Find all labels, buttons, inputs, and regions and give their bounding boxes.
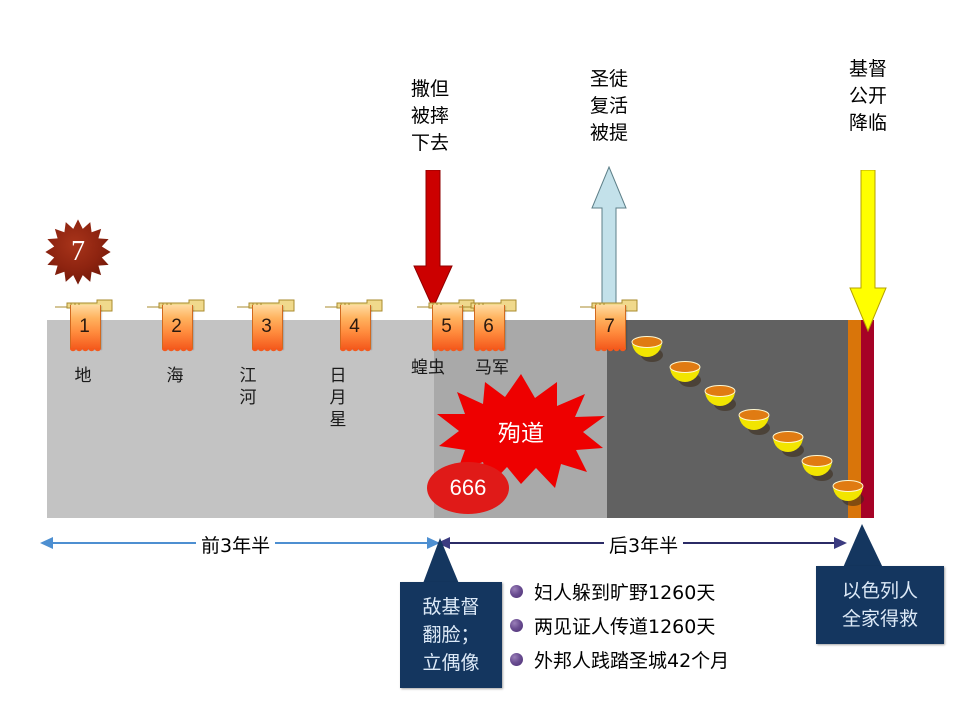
list-item-label: 两见证人传道1260天: [534, 616, 716, 638]
martyrdom-label: 殉道: [498, 421, 544, 447]
bowl-icon: [631, 336, 663, 362]
measure-label-second-half: 后3年半: [604, 531, 684, 558]
bowl-icon: [704, 385, 736, 411]
martyrdom-starburst: 殉道: [435, 372, 607, 490]
bowl-5: [771, 428, 805, 458]
trumpet-number: 3: [261, 316, 272, 337]
bowl-icon: [832, 480, 864, 506]
bowl-7: [831, 477, 865, 507]
bowl-icon: [669, 361, 701, 387]
beast-mark-666: 666: [427, 462, 509, 514]
trumpet-3: 3: [235, 296, 297, 358]
trumpet-4: 4: [323, 296, 385, 358]
label-char: 星: [329, 410, 347, 430]
banner-shape: [474, 305, 505, 355]
box-line: 敌基督: [422, 596, 480, 618]
starburst-shape: [437, 374, 605, 488]
trumpet-label-1: 地: [74, 366, 92, 386]
callout-christ-coming: 基督 公开 降临: [816, 56, 920, 137]
bullet-dot-icon: [510, 653, 523, 666]
antichrist-box-pointer: [422, 538, 460, 586]
bowl-3: [703, 382, 737, 412]
bowl-icon: [772, 431, 804, 457]
box-line: 立偶像: [422, 652, 480, 674]
measure-label-first-half: 前3年半: [196, 531, 276, 558]
notes-bullet-list: 妇人躲到旷野1260天 两见证人传道1260天 外邦人践踏圣城42个月: [510, 578, 810, 680]
callout-line: 降临: [848, 112, 887, 134]
trumpet-1: 1: [53, 296, 115, 358]
callout-line: 复活: [589, 95, 628, 117]
box-line: 全家得救: [841, 608, 918, 630]
trumpet-number: 7: [604, 316, 615, 337]
callout-line: 圣徒: [589, 68, 628, 90]
trumpet-2: 2: [145, 296, 207, 358]
stripe-orange: [848, 320, 861, 518]
label-char: 河: [239, 388, 257, 408]
box-line: 以色列人: [841, 580, 918, 602]
list-item: 外邦人践踏圣城42个月: [510, 646, 810, 673]
stripe-crimson: [861, 320, 874, 518]
box-line: 翻脸；: [422, 624, 480, 646]
callout-satan-cast-down: 撒但 被摔 下去: [378, 76, 482, 157]
banner-shape: [252, 305, 283, 355]
trumpet-label-4: 日月星: [320, 365, 356, 431]
list-item: 两见证人传道1260天: [510, 612, 810, 639]
trumpet-label-3: 江河: [230, 365, 266, 409]
bowl-icon: [801, 455, 833, 481]
bullet-dot-icon: [510, 619, 523, 632]
bowl-6: [800, 452, 834, 482]
starburst-shape: [45, 219, 111, 285]
banner-shape: [595, 305, 626, 355]
bullet-dot-icon: [510, 585, 523, 598]
israel-box-pointer: [842, 524, 884, 570]
arrow-shape: [849, 169, 887, 333]
label-char: 江: [239, 366, 257, 386]
bowl-4: [737, 406, 771, 436]
callout-box-israel-saved: 以色列人 全家得救: [816, 566, 944, 644]
trumpet-number: 5: [441, 316, 452, 337]
banner-shape: [340, 305, 371, 355]
seventh-seal-starburst: 7: [44, 218, 112, 286]
trumpet-6: 6: [457, 296, 519, 358]
trumpet-number: 1: [79, 316, 90, 337]
callout-saints-rapture: 圣徒 复活 被提: [557, 66, 661, 147]
trumpet-number: 2: [171, 316, 182, 337]
label-char: 月: [329, 388, 347, 408]
red-down-arrow: [412, 169, 454, 315]
callout-line: 基督: [848, 58, 887, 80]
list-item-label: 妇人躲到旷野1260天: [534, 582, 716, 604]
trumpet-label-5: 蝗虫: [411, 358, 445, 378]
trumpet-label-6: 马军: [475, 358, 509, 378]
trumpet-label-2: 海: [166, 366, 184, 386]
trumpet-number: 4: [349, 316, 360, 337]
callout-line: 公开: [848, 85, 887, 107]
callout-line: 被提: [589, 122, 628, 144]
trumpet-7: 7: [578, 296, 640, 358]
starburst-label: 7: [71, 236, 85, 267]
bowl-icon: [738, 409, 770, 435]
callout-box-antichrist: 敌基督 翻脸； 立偶像: [400, 582, 502, 688]
yellow-down-arrow: [848, 169, 888, 337]
banner-shape: [432, 305, 463, 355]
list-item-label: 外邦人践踏圣城42个月: [534, 650, 730, 672]
arrow-shape: [413, 169, 453, 310]
label-char: 日: [329, 366, 347, 386]
banner-shape: [70, 305, 101, 355]
bowl-1: [630, 333, 664, 363]
trumpet-number: 6: [483, 316, 494, 337]
list-item: 妇人躲到旷野1260天: [510, 578, 810, 605]
callout-line: 被摔: [410, 105, 449, 127]
banner-shape: [162, 305, 193, 355]
bowl-2: [668, 358, 702, 388]
trumpet-5: 5: [415, 296, 477, 358]
callout-line: 撒但: [410, 78, 449, 100]
callout-line: 下去: [410, 132, 449, 154]
